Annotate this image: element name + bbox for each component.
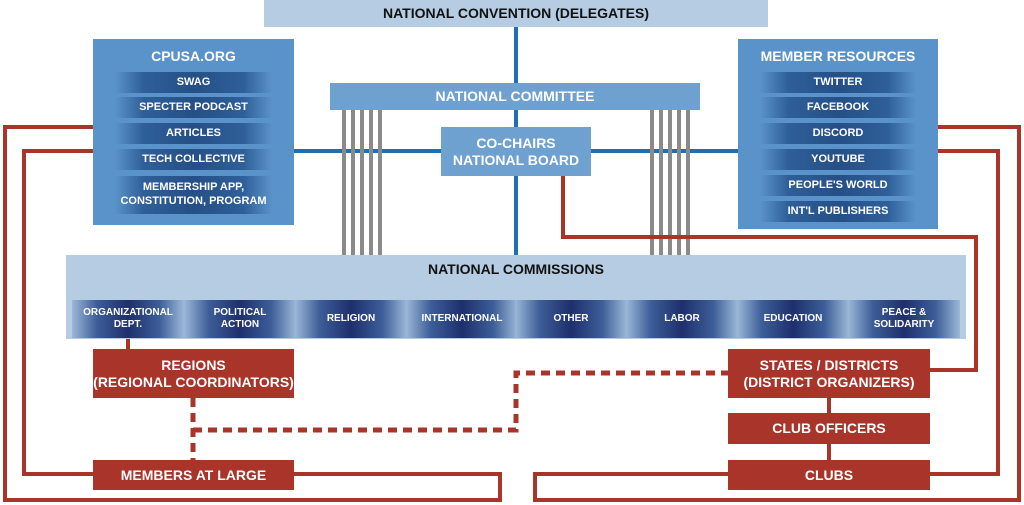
- commission-education[interactable]: EDUCATION: [737, 300, 849, 338]
- states-districts-box: STATES / DISTRICTS (DISTRICT ORGANIZERS): [728, 349, 930, 398]
- commission-international[interactable]: INTERNATIONAL: [406, 300, 518, 338]
- commission-peace-solidarity[interactable]: PEACE & SOLIDARITY: [848, 300, 960, 338]
- cpusa-item-swag[interactable]: SWAG: [115, 72, 272, 93]
- regions-box: REGIONS (REGIONAL COORDINATORS): [93, 349, 294, 398]
- red-dashed-links: [190, 370, 728, 460]
- national-commissions-panel: NATIONAL COMMISSIONS ORGANIZATIONAL DEPT…: [66, 255, 966, 339]
- national-committee-box: NATIONAL COMMITTEE: [330, 83, 700, 110]
- commission-political-action[interactable]: POLITICAL ACTION: [184, 300, 296, 338]
- cpusa-title: CPUSA.ORG: [151, 48, 236, 64]
- commission-labor[interactable]: LABOR: [626, 300, 738, 338]
- member-resources-title: MEMBER RESOURCES: [760, 48, 916, 64]
- resource-item-facebook[interactable]: FACEBOOK: [760, 97, 916, 118]
- co-chairs-box: CO-CHAIRS NATIONAL BOARD: [441, 127, 591, 176]
- resource-item-discord[interactable]: DISCORD: [760, 123, 916, 144]
- commission-religion[interactable]: RELIGION: [295, 300, 407, 338]
- resource-item-twitter[interactable]: TWITTER: [760, 72, 916, 93]
- clubs-box: CLUBS: [728, 460, 930, 490]
- member-resources-panel: MEMBER RESOURCES TWITTER FACEBOOK DISCOR…: [738, 39, 938, 229]
- commission-other[interactable]: OTHER: [515, 300, 627, 338]
- cpusa-item-membership-app[interactable]: MEMBERSHIP APP, CONSTITUTION, PROGRAM: [115, 176, 272, 214]
- commission-organizational-dept[interactable]: ORGANIZATIONAL DEPT.: [72, 300, 184, 338]
- red-hierarchy-links: [3, 125, 1021, 502]
- cpusa-item-specter-podcast[interactable]: SPECTER PODCAST: [115, 97, 272, 118]
- national-commissions-title: NATIONAL COMMISSIONS: [427, 261, 605, 277]
- resource-item-youtube[interactable]: YOUTUBE: [760, 149, 916, 170]
- resource-item-intl-publishers[interactable]: INT'L PUBLISHERS: [760, 201, 916, 222]
- club-officers-box: CLUB OFFICERS: [728, 413, 930, 444]
- national-convention-box: NATIONAL CONVENTION (DELEGATES): [264, 0, 768, 27]
- cpusa-panel: CPUSA.ORG SWAG SPECTER PODCAST ARTICLES …: [93, 39, 294, 225]
- cpusa-item-articles[interactable]: ARTICLES: [115, 123, 272, 144]
- resource-item-peoples-world[interactable]: PEOPLE'S WORLD: [760, 175, 916, 196]
- cpusa-item-tech-collective[interactable]: TECH COLLECTIVE: [115, 149, 272, 170]
- members-at-large-box: MEMBERS AT LARGE: [93, 460, 294, 490]
